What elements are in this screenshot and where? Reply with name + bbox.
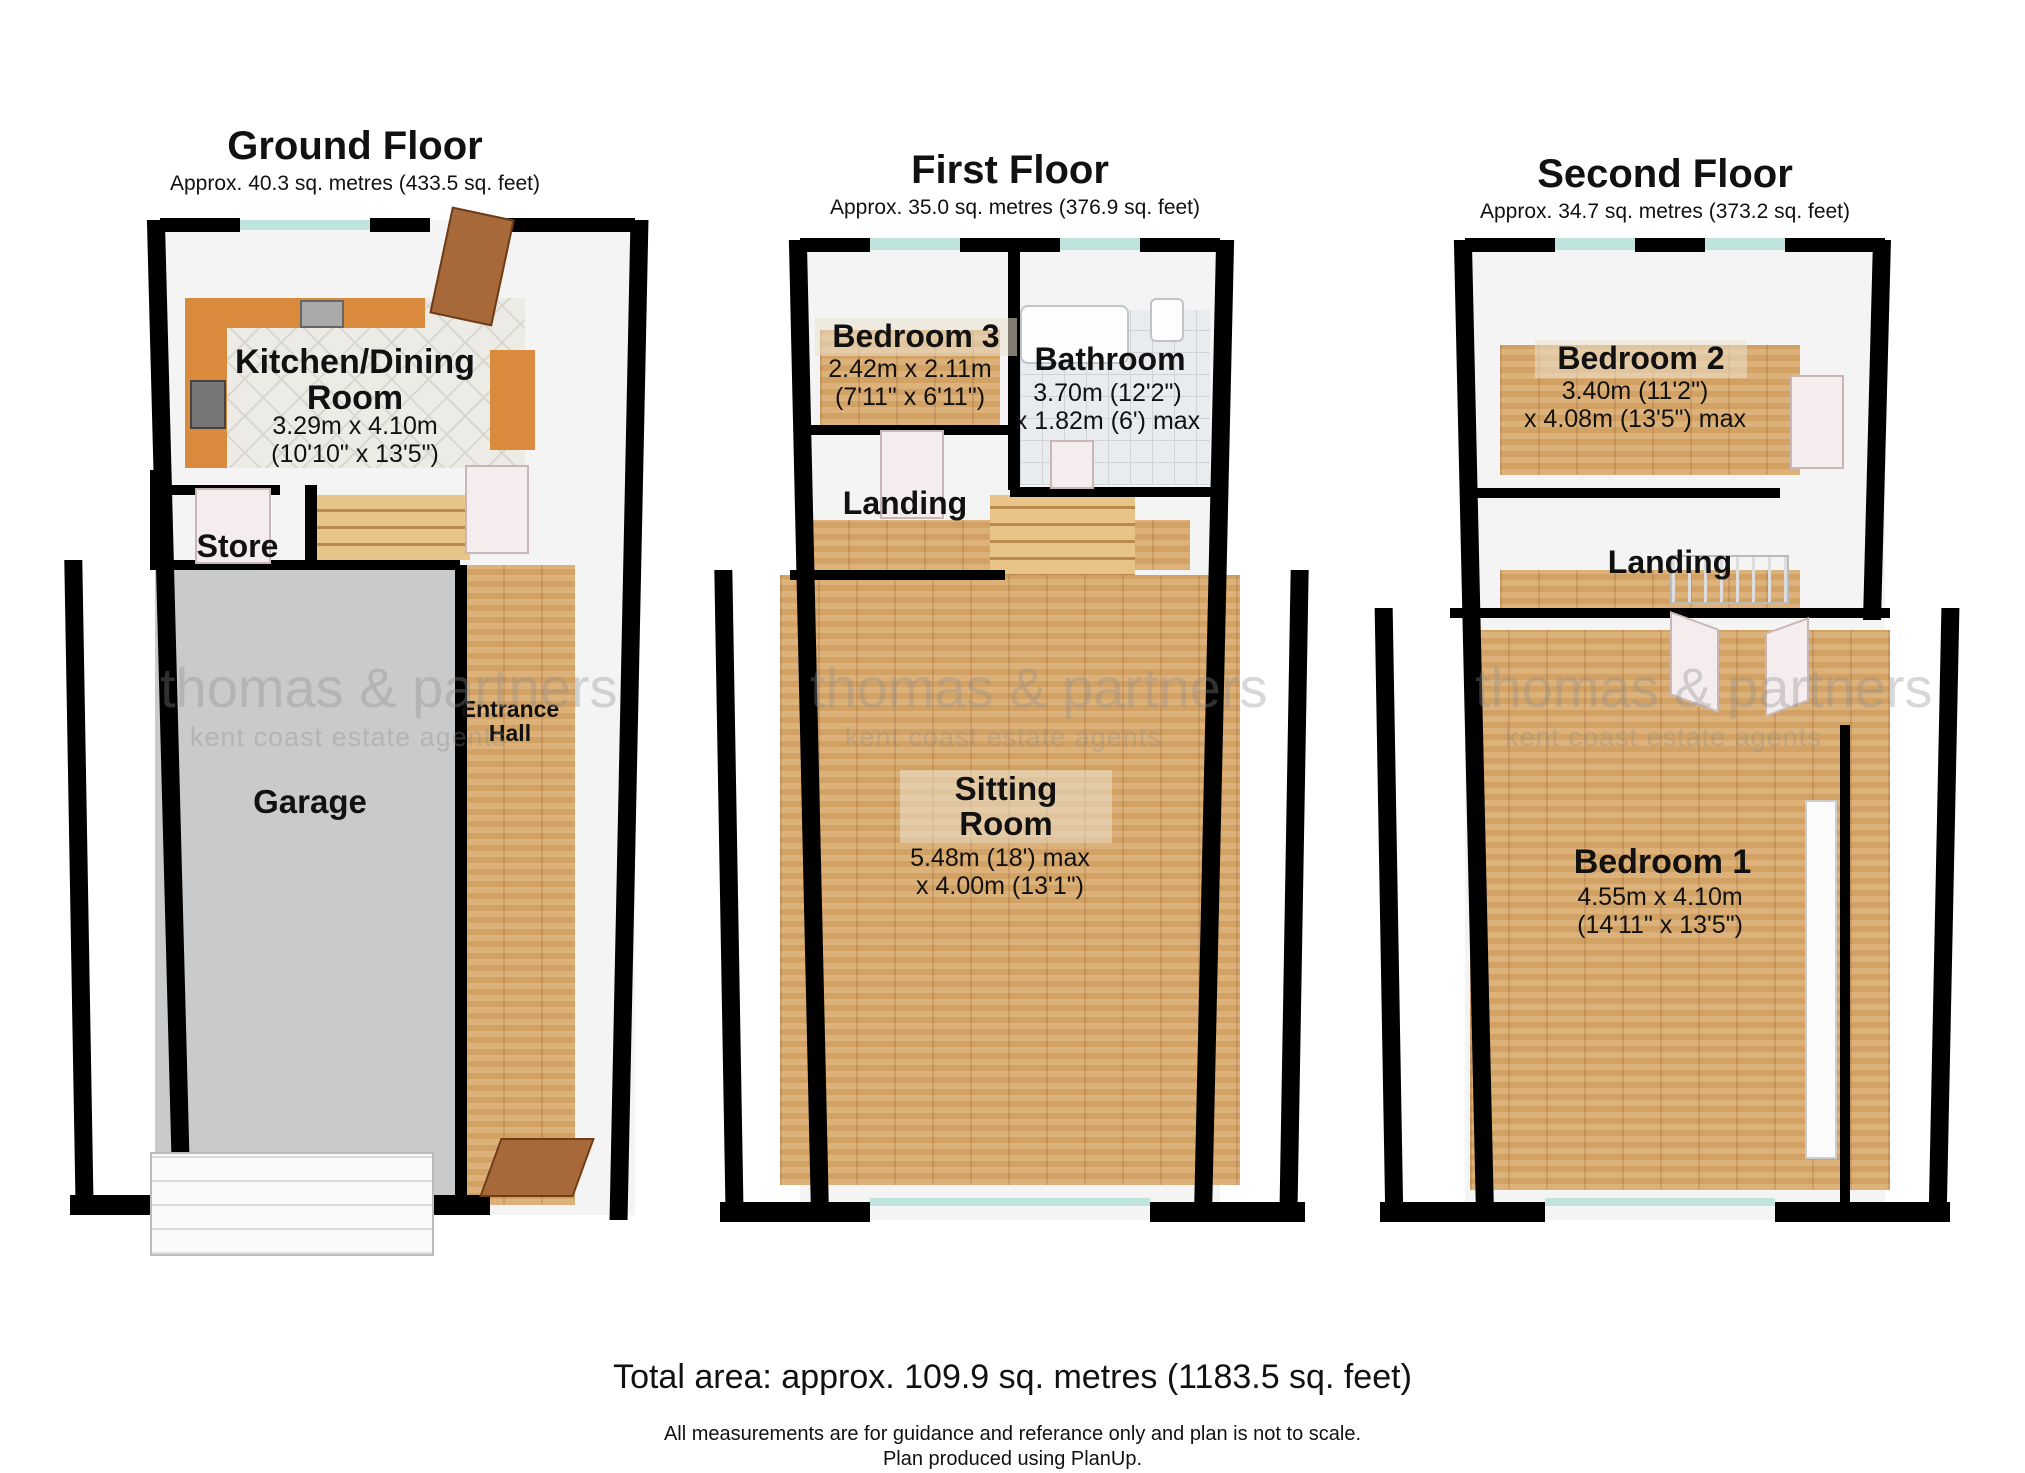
room-name: Sitting Room: [900, 770, 1112, 844]
wall: [720, 1202, 870, 1222]
room-dimensions: 3.40m (11'2") x 4.08m (13'5") max: [1523, 377, 1747, 433]
wall: [1928, 608, 1960, 1220]
wall: [1470, 488, 1780, 498]
wall: [714, 570, 744, 1220]
wall: [64, 560, 94, 1215]
floor-title: Ground Floor: [227, 124, 483, 168]
wall: [150, 470, 162, 565]
hall-floor: [465, 565, 575, 1205]
floor-area: Approx. 34.7 sq. metres (373.2 sq. feet): [1479, 200, 1851, 223]
hob-icon: [190, 380, 226, 429]
door: [195, 488, 271, 564]
room-name: Bedroom 3: [815, 318, 1017, 356]
wall: [430, 1195, 490, 1215]
wall: [305, 485, 317, 565]
wall: [455, 565, 467, 1215]
room-dimensions: 3.29m x 4.10m (10'10" x 13'5"): [271, 412, 439, 468]
bath-icon: [1020, 305, 1129, 364]
disclaimer: All measurements are for guidance and re…: [663, 1423, 1362, 1445]
garage-floor: [155, 570, 455, 1195]
floor-title: Second Floor: [1537, 152, 1793, 196]
door: [1050, 440, 1094, 489]
wall: [1008, 240, 1020, 490]
wall: [1279, 570, 1309, 1220]
watermark-text: thomas & partners: [1475, 656, 1933, 719]
sink-icon: [300, 300, 344, 328]
wall: [160, 218, 240, 232]
window: [1705, 238, 1785, 250]
wall: [1775, 1202, 1950, 1222]
floor-area: Approx. 35.0 sq. metres (376.9 sq. feet): [829, 196, 1201, 219]
wall: [1374, 608, 1404, 1220]
room-name: Bedroom 2: [1535, 340, 1747, 378]
wardrobe: [1805, 800, 1837, 1159]
garage-door: [150, 1152, 434, 1256]
room-dimensions: 4.55m x 4.10m (14'11" x 13'5"): [1577, 883, 1743, 939]
wall: [1785, 238, 1885, 252]
wall: [800, 238, 870, 252]
door: [1790, 375, 1844, 469]
landing-banister: [1670, 555, 1789, 604]
floor-area: Approx. 40.3 sq. metres (433.5 sq. feet): [169, 172, 541, 195]
toilet-icon: [1150, 298, 1184, 342]
room-name: Entrance Hall: [460, 696, 560, 747]
room-dimensions: 5.48m (18') max x 4.00m (13'1"): [910, 844, 1090, 900]
wall: [1140, 238, 1220, 252]
watermark-text: thomas & partners: [160, 656, 618, 719]
floor-title: First Floor: [911, 148, 1109, 192]
watermark-tagline: kent coast estate agents: [1505, 722, 1822, 752]
kitchen-worktop: [490, 350, 535, 450]
room-name: Bedroom 1: [1573, 843, 1752, 881]
room-name: Landing: [1607, 544, 1733, 580]
sitting-room-floor: [780, 575, 1240, 1185]
window: [870, 238, 960, 250]
ground-staircase: [315, 495, 470, 560]
wall: [1010, 487, 1215, 497]
plan-credit: Plan produced using PlanUp.: [882, 1448, 1143, 1470]
wall: [150, 560, 460, 570]
watermark-text: thomas & partners: [810, 656, 1268, 719]
window: [1555, 238, 1635, 250]
room-name: Store: [196, 528, 279, 564]
total-area: Total area: approx. 109.9 sq. metres (11…: [613, 1358, 1412, 1396]
wall: [1380, 1202, 1545, 1222]
door: [880, 430, 944, 519]
room-name: Landing: [842, 485, 968, 521]
window: [1545, 1198, 1775, 1206]
window: [870, 1198, 1150, 1206]
room-name: Garage: [253, 783, 367, 820]
window: [1060, 238, 1140, 250]
room-dimensions: 2.42m x 2.11m (7'11" x 6'11"): [828, 355, 992, 411]
wall: [790, 570, 1005, 580]
wall: [370, 218, 430, 232]
wall: [1635, 238, 1705, 252]
watermark-tagline: kent coast estate agents: [845, 722, 1162, 752]
room-name: Bathroom: [1034, 341, 1186, 377]
window: [240, 220, 370, 230]
room-name: Kitchen/Dining Room: [235, 343, 475, 417]
wall: [1465, 238, 1555, 252]
wall: [1840, 725, 1850, 1205]
room-dimensions: 3.70m (12'2") x 1.82m (6') max: [1014, 379, 1201, 435]
wall: [505, 218, 635, 232]
door: [465, 465, 529, 554]
wall: [1150, 1202, 1305, 1222]
watermark-tagline: kent coast estate agents: [190, 722, 507, 752]
